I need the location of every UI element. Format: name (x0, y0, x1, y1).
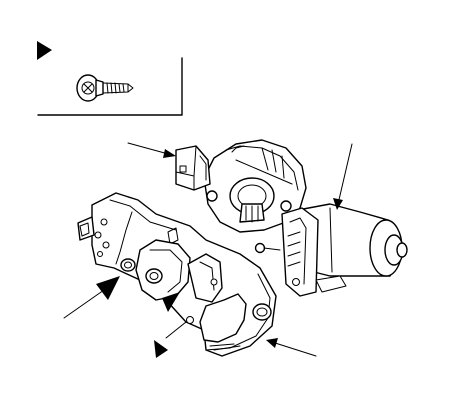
arrowhead-window-motor (333, 198, 343, 210)
mounting-bolt-upper (120, 258, 136, 272)
callout-leaders (63, 142, 353, 358)
motor-connector (175, 145, 211, 191)
leader-regulator-bracket (271, 341, 317, 357)
screw-icon (76, 74, 134, 102)
leader-window-motor (337, 143, 353, 205)
inset-marker-triangle (37, 41, 52, 60)
leader-mounting-bolt-upper (63, 289, 105, 319)
inset-frame (37, 57, 183, 116)
window-motor (175, 139, 408, 297)
arrow-mounting-bolt-upper (96, 276, 120, 300)
mounting-bolt-lower (252, 303, 272, 321)
marker-gear-bolt (162, 292, 180, 312)
gear-housing (135, 239, 223, 324)
leader-lower-marker (165, 321, 187, 339)
screw-inset (37, 41, 183, 116)
marker-lower-hole (154, 340, 168, 358)
arrowhead-motor-connector (163, 149, 176, 158)
arrowhead-regulator-bracket (266, 338, 278, 348)
